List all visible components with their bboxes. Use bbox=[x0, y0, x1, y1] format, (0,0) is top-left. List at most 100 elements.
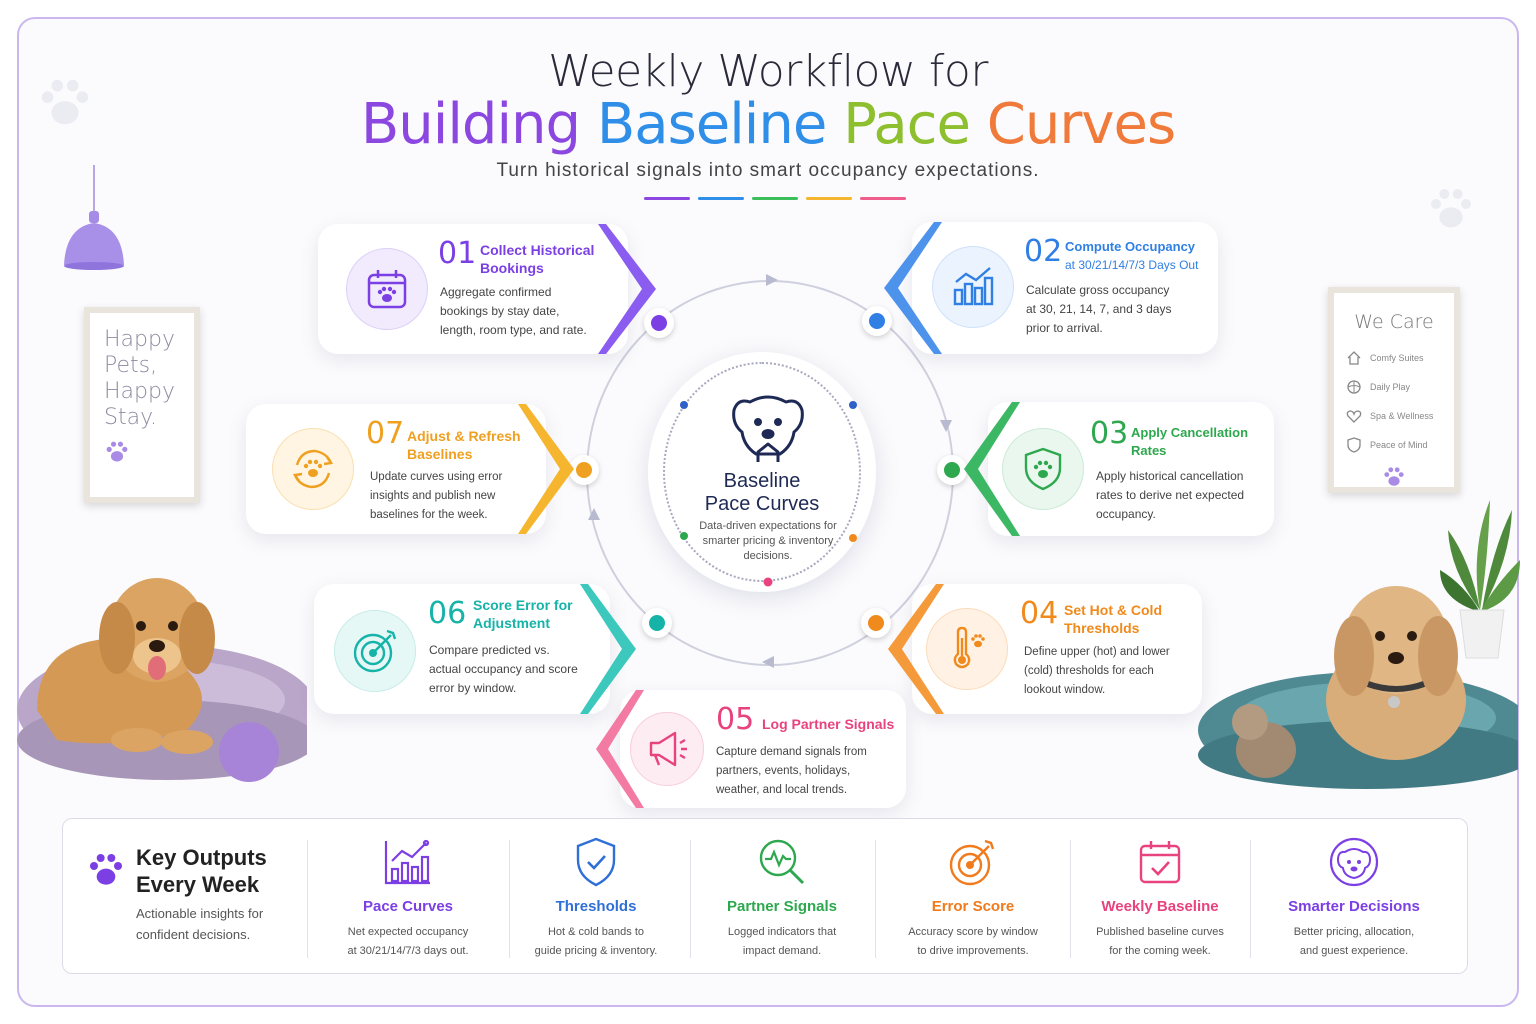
output-pace-curves: Pace Curves Net expected occupancy at 30… bbox=[318, 832, 498, 961]
tick bbox=[752, 197, 798, 200]
output-desc-line: Published baseline curves bbox=[1096, 926, 1224, 938]
step-title-line: Adjustment bbox=[473, 615, 550, 631]
calendar-check-icon bbox=[1070, 832, 1250, 892]
title-word: Curves bbox=[986, 92, 1176, 157]
shield-icon bbox=[1347, 436, 1361, 453]
doodle-dog-on-bed-illustration bbox=[1198, 586, 1518, 789]
step-card-03: 03 Apply Cancellation Rates Apply histor… bbox=[988, 402, 1274, 536]
frame-item: Peace of Mind bbox=[1346, 430, 1442, 459]
step-desc-line: prior to arrival. bbox=[1026, 321, 1103, 335]
step-title: Score Error for Adjustment bbox=[473, 596, 573, 632]
step-desc-line: Compare predicted vs. bbox=[429, 643, 550, 657]
step-desc-line: at 30, 21, 14, 7, and 3 days bbox=[1026, 302, 1172, 316]
bar-chart-icon bbox=[932, 246, 1014, 328]
step-title-line: Compute Occupancy bbox=[1065, 239, 1196, 254]
key-outputs-panel bbox=[62, 818, 1468, 974]
step-desc-line: Calculate gross occupancy bbox=[1026, 283, 1170, 297]
chevron-accent bbox=[964, 402, 1020, 536]
chevron-accent bbox=[884, 222, 942, 354]
output-desc-line: at 30/21/14/7/3 days out. bbox=[347, 945, 469, 957]
step-desc-line: Apply historical cancellation bbox=[1096, 469, 1244, 483]
frame-item-label: Peace of Mind bbox=[1370, 439, 1428, 450]
frame-text: Stay. bbox=[104, 405, 157, 430]
color-ticks bbox=[644, 197, 906, 200]
step-number: 07 bbox=[366, 416, 405, 451]
calendar-paw-icon bbox=[346, 248, 428, 330]
golden-retriever-on-bed-illustration bbox=[17, 578, 307, 782]
output-title: Thresholds bbox=[555, 898, 637, 915]
step-desc-line: bookings by stay date, bbox=[440, 304, 560, 318]
dog-house-icon bbox=[732, 395, 804, 462]
output-title: Partner Signals bbox=[726, 898, 838, 915]
chevron-accent bbox=[580, 584, 636, 714]
output-desc-line: for the coming week. bbox=[1109, 945, 1211, 957]
plant-illustration bbox=[1440, 500, 1520, 659]
center-accent-dots bbox=[680, 401, 857, 587]
output-desc-line: Net expected occupancy bbox=[347, 926, 469, 938]
output-description: Logged indicators that impact demand. bbox=[692, 923, 872, 961]
divider bbox=[307, 840, 308, 958]
paw-print-icon bbox=[106, 441, 128, 462]
frame-text: Happy bbox=[104, 327, 175, 352]
step-desc-line: insights and publish new bbox=[370, 490, 496, 502]
output-description: Accuracy score by window to drive improv… bbox=[883, 923, 1063, 961]
tick bbox=[806, 197, 852, 200]
output-error-score: Error Score Accuracy score by window to … bbox=[883, 832, 1063, 961]
step-title-line: Score Error for bbox=[473, 597, 573, 613]
step-title: Compute Occupancy at 30/21/14/7/3 Days O… bbox=[1065, 238, 1198, 274]
step-desc-line: Update curves using error bbox=[370, 471, 503, 483]
chevron-accent bbox=[888, 584, 944, 714]
output-description: Better pricing, allocation, and guest ex… bbox=[1264, 923, 1444, 961]
step-description: Aggregate confirmed bookings by stay dat… bbox=[440, 283, 587, 340]
step-number: 03 bbox=[1090, 416, 1129, 451]
step-desc-line: Capture demand signals from bbox=[716, 746, 867, 758]
step-description: Update curves using error insights and p… bbox=[370, 468, 502, 525]
step-desc-line: rates to derive net expected bbox=[1096, 488, 1245, 502]
output-desc-line: impact demand. bbox=[742, 945, 822, 957]
output-desc-line: and guest experience. bbox=[1299, 945, 1409, 957]
step-title-line: Adjust & Refresh bbox=[407, 428, 521, 444]
dog-face-icon bbox=[1264, 832, 1444, 892]
step-desc-line: Define upper (hot) and lower bbox=[1024, 646, 1170, 658]
center-title: Baseline Pace Curves bbox=[648, 470, 876, 516]
cycle-node-04 bbox=[861, 608, 891, 638]
step-description: Apply historical cancellation rates to d… bbox=[1096, 467, 1244, 524]
paw-print-icon bbox=[1431, 189, 1471, 228]
key-outputs-subtitle: Actionable insights for confident decisi… bbox=[136, 906, 264, 942]
step-desc-line: Aggregate confirmed bbox=[440, 285, 552, 299]
title-word: Building bbox=[360, 92, 581, 157]
step-desc-line: actual occupancy and score bbox=[429, 662, 578, 676]
center-title-line: Pace Curves bbox=[704, 493, 820, 515]
divider bbox=[875, 840, 876, 958]
step-desc-line: weather, and local trends. bbox=[716, 784, 848, 796]
output-title: Weekly Baseline bbox=[1101, 898, 1219, 915]
step-card-02: 02 Compute Occupancy at 30/21/14/7/3 Day… bbox=[912, 222, 1218, 354]
step-desc-line: lookout window. bbox=[1024, 684, 1106, 696]
happy-pets-frame: Happy Pets, Happy Stay. bbox=[84, 307, 200, 503]
output-thresholds: Thresholds Hot & cold bands to guide pri… bbox=[506, 832, 686, 961]
output-desc-line: to drive improvements. bbox=[917, 945, 1029, 957]
output-weekly-baseline: Weekly Baseline Published baseline curve… bbox=[1070, 832, 1250, 961]
step-desc-line: error by window. bbox=[429, 681, 517, 695]
frame-title: We Care bbox=[1354, 311, 1434, 333]
divider bbox=[509, 840, 510, 958]
key-outputs-title-line: Every Week bbox=[136, 872, 260, 897]
frame-item-label: Comfy Suites bbox=[1370, 352, 1424, 363]
output-description: Net expected occupancy at 30/21/14/7/3 d… bbox=[318, 923, 498, 961]
target-icon bbox=[883, 832, 1063, 892]
title-word: Baseline bbox=[596, 92, 827, 157]
subtitle: Turn historical signals into smart occup… bbox=[496, 160, 1040, 181]
output-title: Pace Curves bbox=[362, 898, 454, 915]
key-outputs-title: Key Outputs Every Week bbox=[136, 844, 267, 898]
step-number: 05 bbox=[716, 702, 755, 737]
output-smarter-decisions: Smarter Decisions Better pricing, alloca… bbox=[1264, 832, 1444, 961]
output-desc-line: Better pricing, allocation, bbox=[1293, 926, 1415, 938]
divider bbox=[1070, 840, 1071, 958]
step-number: 04 bbox=[1020, 596, 1059, 631]
cycle-node-07 bbox=[569, 455, 599, 485]
step-title: Log Partner Signals bbox=[762, 715, 894, 733]
chevron-accent bbox=[518, 404, 574, 534]
output-description: Hot & cold bands to guide pricing & inve… bbox=[506, 923, 686, 961]
step-card-05: 05 Log Partner Signals Capture demand si… bbox=[620, 690, 906, 808]
step-number: 02 bbox=[1024, 234, 1063, 269]
